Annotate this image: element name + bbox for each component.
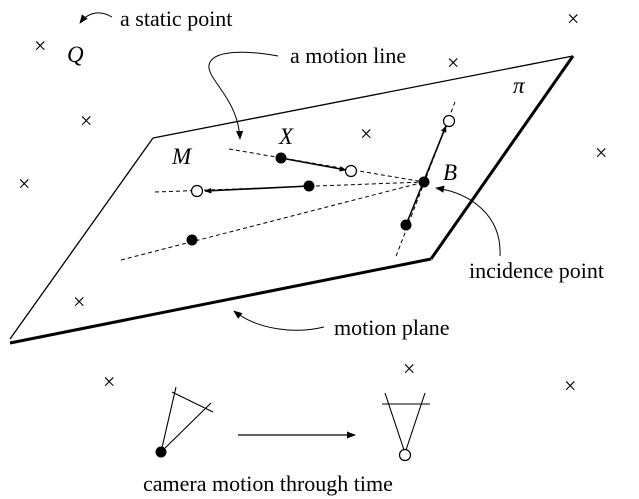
static-point-cross: × (80, 108, 92, 133)
plane-edge-left (9, 137, 154, 340)
point-x-start (275, 152, 287, 164)
symbol-q: Q (67, 42, 84, 67)
static-point-cross-q: × (34, 33, 46, 58)
motion-line-3 (120, 181, 425, 261)
plane-edge-right (429, 55, 575, 260)
camera-end-icon (382, 392, 430, 462)
static-point-cross: × (595, 140, 607, 165)
static-point-cross: × (447, 50, 459, 75)
motion-arrow-x (280, 157, 347, 172)
point-m-start (303, 180, 315, 192)
point-x-end (344, 164, 358, 178)
static-point-cross: × (360, 121, 372, 146)
pointer-incidence-point (435, 185, 501, 257)
plane-edge-bottom (9, 257, 432, 345)
symbol-pi: π (513, 73, 526, 98)
static-point-cross: × (564, 373, 576, 398)
symbol-b: B (443, 160, 457, 185)
static-point-cross: × (18, 171, 30, 196)
static-points: × × × × × × × × × × × (18, 6, 607, 398)
point-lower (186, 234, 198, 246)
plane-edge-top (152, 55, 574, 139)
incidence-point-b (418, 176, 430, 188)
label-camera-motion: camera motion through time (143, 471, 393, 496)
motion-plane (9, 55, 575, 345)
motion-arrow-m (204, 185, 310, 194)
static-point-cross: × (567, 6, 579, 31)
static-point-cross: × (73, 289, 85, 314)
symbol-m: M (171, 144, 193, 169)
camera-start-icon (155, 386, 214, 458)
label-incidence-point: incidence point (469, 258, 604, 283)
motion-arrow-b (405, 125, 447, 226)
static-point-cross: × (403, 356, 415, 381)
motion-line-1 (228, 148, 425, 183)
label-motion-line: a motion line (290, 43, 406, 68)
static-point-cross: × (103, 369, 115, 394)
point-b-start (400, 219, 412, 231)
pointer-motion-line (208, 51, 279, 140)
label-static-point: a static point (120, 6, 232, 31)
point-b-end (442, 114, 456, 128)
pointer-motion-plane (233, 310, 325, 331)
point-m-end (190, 184, 204, 198)
pointer-static-point (79, 12, 113, 24)
symbol-x: X (278, 124, 294, 149)
label-motion-plane: motion plane (334, 315, 449, 340)
